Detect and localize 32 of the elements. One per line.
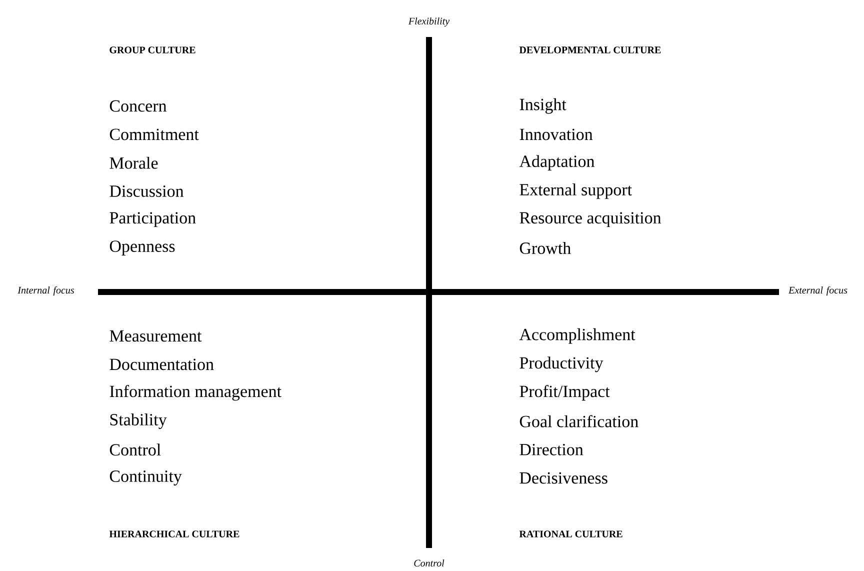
quadrant-item: Stability [110, 413, 167, 429]
quadrant-item: Decisiveness [520, 472, 608, 484]
quadrant-item: Participation [110, 212, 196, 228]
quadrant-item: External support [520, 184, 632, 199]
quadrant-item: Discussion [110, 186, 184, 197]
quadrant-item: Accomplishment [519, 328, 636, 344]
quadrant-item: Insight [520, 98, 566, 114]
quadrant-heading: HIERARCHICAL CULTURE [109, 530, 240, 538]
quadrant-item: Measurement [110, 330, 202, 342]
quadrant-item: Information management [110, 385, 282, 401]
axis-label: Internal focus [18, 286, 74, 296]
quadrant-item: Resource acquisition [520, 212, 662, 228]
axis-label: Control [414, 559, 444, 567]
quadrant-item: Direction [520, 444, 584, 456]
quadrant-item: Documentation [110, 358, 214, 370]
quadrant-heading: DEVELOPMENTAL CULTURE [519, 46, 661, 54]
quadrant-item: Openness [110, 240, 175, 256]
axis-label: External focus [788, 286, 848, 296]
axis-label: Flexibility [408, 17, 450, 27]
quadrant-item: Profit/Impact [520, 385, 610, 401]
quadrant-item: Commitment [110, 128, 199, 140]
quadrant-item: Control [110, 444, 161, 456]
quadrant-heading: GROUP CULTURE [110, 46, 196, 54]
quadrant-item: Adaptation [519, 155, 594, 171]
quadrant-item: Continuity [110, 470, 182, 486]
quadrant-heading: RATIONAL CULTURE [519, 530, 622, 538]
quadrant-item: Productivity [520, 356, 604, 372]
quadrant-item: Concern [110, 100, 167, 112]
quadrant-item: Innovation [520, 128, 593, 140]
quadrant-item: Growth [520, 242, 571, 254]
quadrant-item: Morale [110, 156, 158, 169]
quadrant-item: Goal clarification [520, 415, 638, 428]
